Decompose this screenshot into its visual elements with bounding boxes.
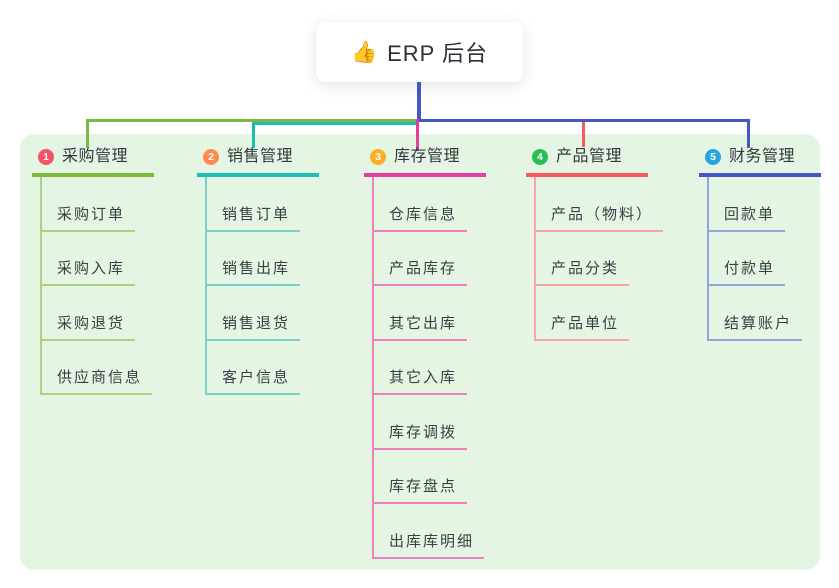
mindmap-node[interactable]: 库存调拨 <box>374 395 484 450</box>
node-label: 采购入库 <box>42 257 136 286</box>
node-label: 产品库存 <box>374 257 468 286</box>
mindmap-node[interactable]: 其它入库 <box>374 341 484 395</box>
mindmap-node[interactable]: 出库库明细 <box>374 504 485 559</box>
branch-number-badge: 4 <box>532 149 548 165</box>
node-label: 销售订单 <box>207 203 301 232</box>
branch-header-sales[interactable]: 2 销售管理 <box>197 147 319 177</box>
branch-number-badge: 1 <box>38 149 54 165</box>
branch-number-badge: 3 <box>370 149 386 165</box>
connector-branch5-horizontal <box>418 119 749 122</box>
mindmap-node[interactable]: 回款单 <box>709 177 802 232</box>
node-label: 产品单位 <box>536 312 630 341</box>
branch-header-product[interactable]: 4 产品管理 <box>526 147 648 177</box>
node-label: 出库库明细 <box>374 530 485 559</box>
branch-header-inventory[interactable]: 3 库存管理 <box>364 147 486 177</box>
branch-title: 产品管理 <box>556 148 623 165</box>
mindmap-node[interactable]: 采购入库 <box>42 232 152 286</box>
mindmap-node[interactable]: 供应商信息 <box>42 341 153 395</box>
root-stem-connector <box>417 82 421 122</box>
node-label: 产品分类 <box>536 257 630 286</box>
mindmap-node[interactable]: 销售订单 <box>207 177 301 232</box>
connector-branch1-horizontal <box>86 119 419 122</box>
branch-purchase: 1 采购管理 采购订单采购入库采购退货供应商信息 <box>32 147 154 395</box>
node-label: 其它出库 <box>374 312 468 341</box>
thumbs-up-icon: 👍 <box>350 40 378 64</box>
branch-children: 仓库信息产品库存其它出库其它入库库存调拨库存盘点出库库明细 <box>372 177 485 559</box>
mindmap-node[interactable]: 销售退货 <box>207 286 301 341</box>
mindmap-node[interactable]: 采购退货 <box>42 286 152 341</box>
branch-number-badge: 5 <box>705 149 721 165</box>
branch-finance: 5 财务管理 回款单付款单结算账户 <box>699 147 821 341</box>
branch-title: 销售管理 <box>227 148 294 165</box>
node-label: 供应商信息 <box>42 366 153 395</box>
mindmap-node[interactable]: 客户信息 <box>207 341 301 395</box>
node-label: 销售退货 <box>207 312 301 341</box>
mindmap-node[interactable]: 产品分类 <box>536 232 663 286</box>
branch-header-purchase[interactable]: 1 采购管理 <box>32 147 154 177</box>
mindmap-node[interactable]: 仓库信息 <box>374 177 484 232</box>
connector-branch1-drop <box>86 119 89 148</box>
connector-branch3-drop <box>416 119 419 151</box>
branch-product: 4 产品管理 产品（物料） 产品分类产品单位 <box>526 147 664 341</box>
branch-title: 采购管理 <box>62 148 129 165</box>
mindmap-node[interactable]: 采购订单 <box>42 177 152 232</box>
mindmap-node[interactable]: 付款单 <box>709 232 802 286</box>
root-node[interactable]: 👍 ERP 后台 <box>316 22 523 82</box>
node-label: 产品（物料） <box>536 203 664 232</box>
branch-title: 库存管理 <box>394 148 461 165</box>
node-label: 销售出库 <box>207 257 301 286</box>
node-label: 回款单 <box>709 203 786 232</box>
mindmap-node[interactable]: 销售出库 <box>207 232 301 286</box>
branch-header-finance[interactable]: 5 财务管理 <box>699 147 821 177</box>
node-label: 付款单 <box>709 257 786 286</box>
mindmap-node[interactable]: 其它出库 <box>374 286 484 341</box>
connector-branch4-drop <box>582 122 585 147</box>
mindmap-node[interactable]: 产品单位 <box>536 286 663 341</box>
node-label: 仓库信息 <box>374 203 468 232</box>
mindmap-canvas <box>20 134 820 570</box>
root-title: ERP 后台 <box>387 41 489 66</box>
mindmap-node[interactable]: 结算账户 <box>709 286 803 341</box>
mindmap-node[interactable]: 产品（物料） <box>536 177 664 232</box>
connector-branch2-drop <box>252 122 255 148</box>
branch-inventory: 3 库存管理 仓库信息产品库存其它出库其它入库库存调拨库存盘点出库库明细 <box>364 147 486 559</box>
node-label: 客户信息 <box>207 366 301 395</box>
node-label: 其它入库 <box>374 366 468 395</box>
branch-children: 销售订单销售出库销售退货客户信息 <box>205 177 301 395</box>
node-label: 库存盘点 <box>374 475 468 504</box>
branch-children: 采购订单采购入库采购退货供应商信息 <box>40 177 153 395</box>
node-label: 采购退货 <box>42 312 136 341</box>
branch-sales: 2 销售管理 销售订单销售出库销售退货客户信息 <box>197 147 319 395</box>
node-label: 采购订单 <box>42 203 136 232</box>
connector-branch2-horizontal <box>252 122 418 125</box>
mindmap-node[interactable]: 库存盘点 <box>374 450 484 504</box>
branch-title: 财务管理 <box>729 148 796 165</box>
connector-branch5-drop <box>747 119 750 148</box>
node-label: 库存调拨 <box>374 421 468 450</box>
node-label: 结算账户 <box>709 312 803 341</box>
branch-children: 回款单付款单结算账户 <box>707 177 803 341</box>
branch-number-badge: 2 <box>203 149 219 165</box>
mindmap-node[interactable]: 产品库存 <box>374 232 484 286</box>
branch-children: 产品（物料） 产品分类产品单位 <box>534 177 664 341</box>
